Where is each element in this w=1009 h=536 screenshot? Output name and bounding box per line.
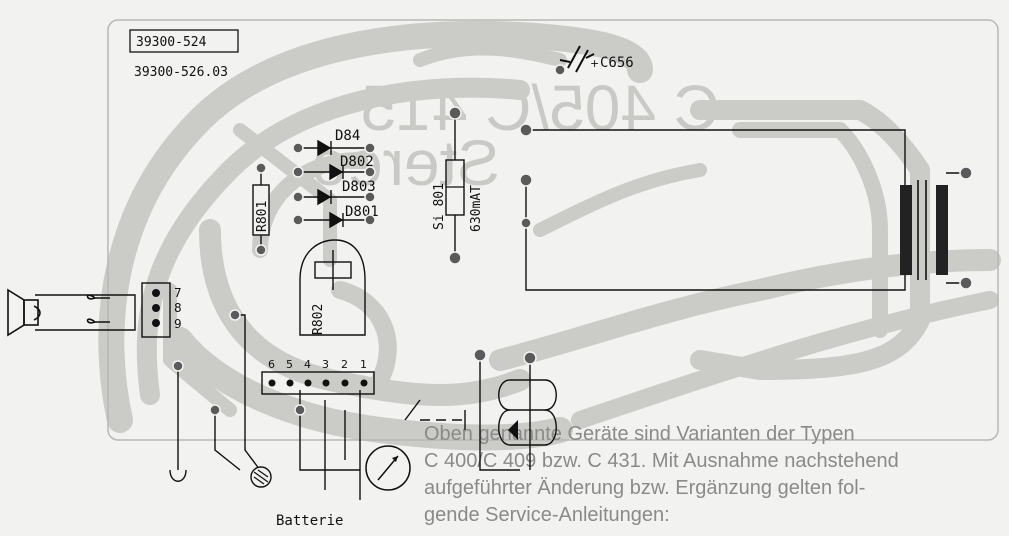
speaker-pin-7: 7 — [174, 286, 182, 300]
solder-pads — [172, 64, 973, 416]
diode-group — [300, 139, 370, 229]
bleed-title-group: C 405/C 415 Stereo — [311, 72, 720, 199]
speaker-pin-8-pad — [152, 304, 160, 312]
c656-label: C656 — [600, 55, 634, 71]
speaker-pin-7-pad — [152, 289, 160, 297]
part-number-alt: 39300-526.03 — [134, 65, 228, 80]
header-pin-5: 5 — [286, 358, 293, 371]
bleed-note-line-1: Oben genannte Geräte sind Varianten der … — [424, 423, 855, 445]
part-number-box — [129, 29, 239, 53]
jack-plugs — [86, 294, 110, 324]
fuse-value-label: 630mAT — [469, 185, 484, 232]
bleed-note-line-3: aufgeführter Änderung bzw. Ergänzung gel… — [424, 477, 865, 499]
r801-symbol — [252, 184, 270, 236]
header-pads — [268, 379, 368, 387]
battery-label: Batterie — [276, 513, 343, 529]
c656-polarity: + — [590, 57, 599, 70]
speaker-icon — [7, 288, 41, 337]
d84-label: D84 — [335, 128, 360, 144]
r801-label: R801 — [255, 201, 270, 232]
fuse-ref-label: Si 801 — [432, 183, 447, 230]
bleed-note-group: Oben genannte Geräte sind Varianten der … — [424, 423, 899, 526]
part-number-boxed: 39300-524 — [136, 35, 207, 50]
meter-needle-tip — [392, 456, 398, 462]
r802-outline — [299, 239, 366, 336]
transformer-primary — [900, 185, 912, 275]
header-pin-3: 3 — [322, 358, 329, 371]
bleed-note-line-4: gende Service-Anleitungen: — [424, 504, 670, 526]
transformer-secondary — [936, 185, 948, 275]
d802-label: D802 — [340, 154, 374, 170]
d803-label: D803 — [342, 179, 376, 195]
speaker-connector — [141, 282, 171, 338]
header-pin-4: 4 — [304, 358, 311, 371]
transformer-core — [917, 180, 927, 280]
header-connector — [261, 371, 375, 395]
switch-body-bottom — [498, 409, 557, 446]
r802-label: R802 — [311, 304, 326, 335]
header-pin-6: 6 — [268, 358, 275, 371]
switch-arrow — [508, 420, 518, 440]
speaker-pin-9-pad — [152, 319, 160, 327]
coil-hatch — [253, 469, 269, 485]
speaker-pin-8: 8 — [174, 301, 182, 315]
header-pin-1: 1 — [360, 358, 367, 371]
speaker-pin-9: 9 — [174, 317, 182, 331]
bleed-note-line-2: C 400/C 409 bzw. C 431. Mit Ausnahme nac… — [424, 450, 899, 472]
capacitor-c656-symbol — [559, 45, 595, 73]
header-pin-2: 2 — [341, 358, 348, 371]
